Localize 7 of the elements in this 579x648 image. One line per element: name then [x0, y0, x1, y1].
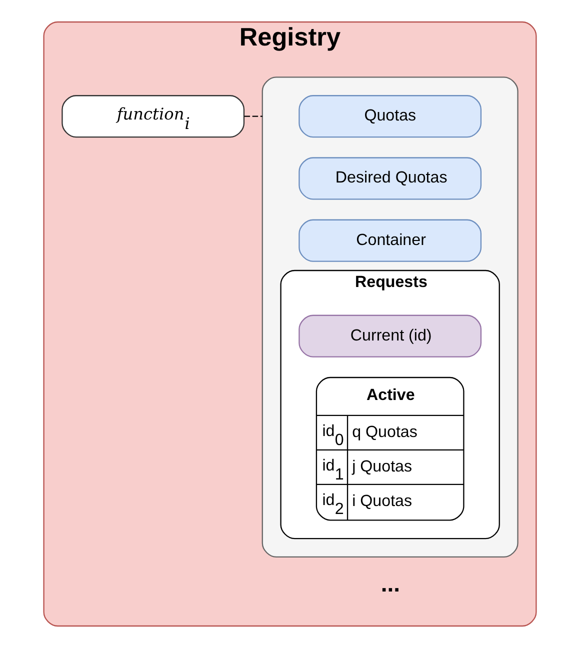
label: ... — [380, 570, 400, 596]
node-box: Current (id) — [298, 314, 482, 358]
cluster — [261, 76, 518, 558]
node-box: Quotas — [298, 95, 482, 138]
connector — [244, 116, 262, 117]
node-box: Container — [298, 219, 482, 262]
node-box: Desired Quotas — [298, 157, 482, 200]
